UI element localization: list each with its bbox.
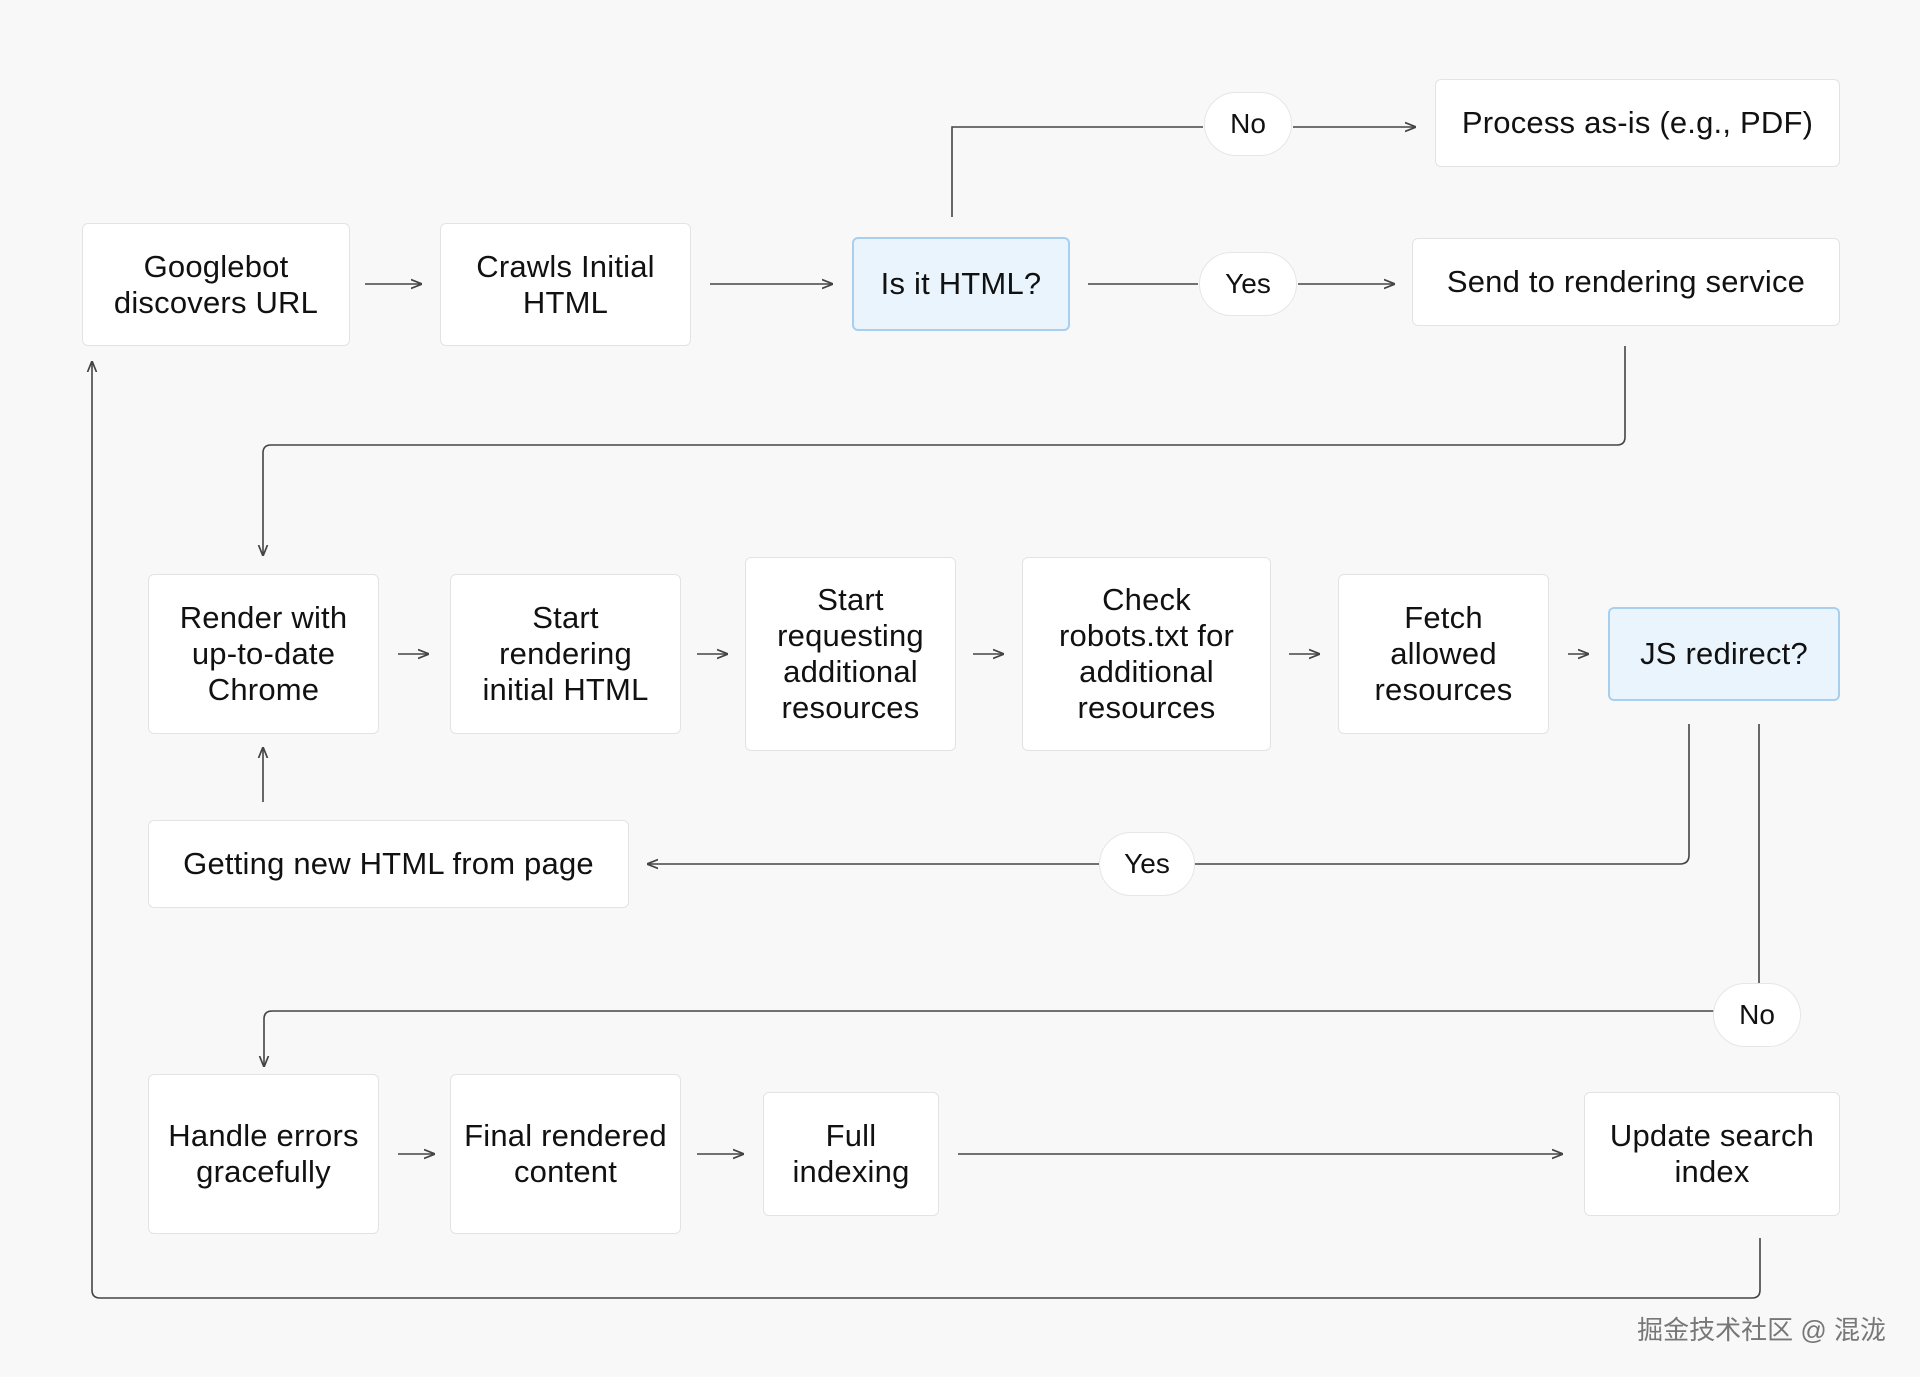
js-redirect-decision: JS redirect? [1608,607,1840,701]
full-indexing-node: Full indexing [763,1092,939,1216]
update-search-index-node: Update search index [1584,1092,1840,1216]
arrow-send-rendering-to-render-chrome [263,346,1626,555]
watermark: 掘金技术社区 @ 混泷 [1637,1315,1886,1345]
is-it-html-decision: Is it HTML? [852,237,1070,331]
js-redirect-no-label: No [1713,983,1801,1047]
fetch-allowed-resources-node: Fetch allowed resources [1338,574,1549,734]
connector-is-html-to-no [951,126,1203,217]
getting-new-html-node: Getting new HTML from page [148,820,629,908]
crawls-initial-html-node: Crawls Initial HTML [440,223,691,346]
is-html-no-label: No [1204,92,1292,156]
arrow-no-to-handle-errors [264,1010,1714,1066]
is-html-yes-label: Yes [1199,252,1297,316]
final-rendered-content-node: Final rendered content [450,1074,681,1234]
render-with-chrome-node: Render with up-to-date Chrome [148,574,379,734]
send-to-rendering-service-node: Send to rendering service [1412,238,1840,326]
check-robots-txt-node: Check robots.txt for additional resource… [1022,557,1271,751]
start-rendering-initial-html-node: Start rendering initial HTML [450,574,681,734]
handle-errors-node: Handle errors gracefully [148,1074,379,1234]
connector-js-redirect-to-yes [1194,724,1690,865]
js-redirect-yes-label: Yes [1099,832,1195,896]
arrow-update-index-to-googlebot [92,362,1761,1299]
start-requesting-resources-node: Start requesting additional resources [745,557,956,751]
process-as-is-node: Process as-is (e.g., PDF) [1435,79,1840,167]
googlebot-discovers-url-node: Googlebot discovers URL [82,223,350,346]
